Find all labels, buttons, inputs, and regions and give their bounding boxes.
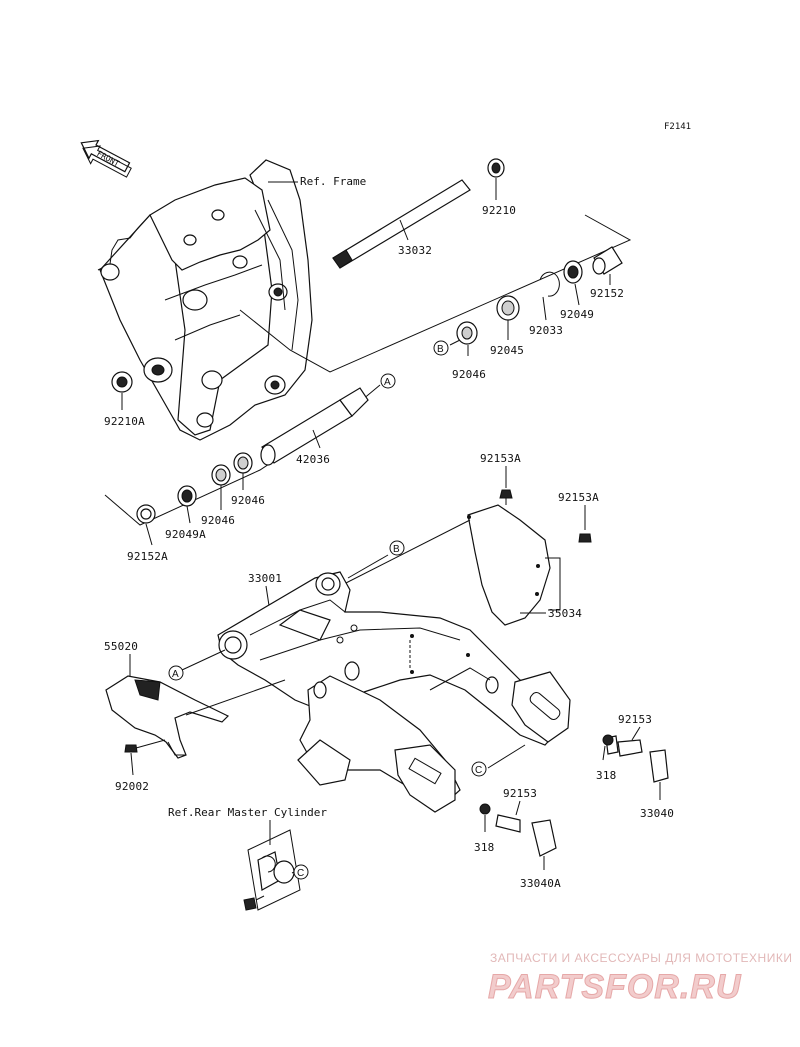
svg-text:C: C [297,868,304,879]
svg-text:C: C [475,765,482,776]
bearing-92046-top: 92046 [449,321,486,381]
bolt-92153A-a: 92153A [480,452,521,505]
svg-text:A: A [172,669,179,680]
alignment-line-c [487,744,526,769]
bearing-92046-a: 92046 [231,452,265,507]
label-92210A: 92210A [104,415,145,428]
alignment-line-top [239,214,632,373]
label-92002: 92002 [115,780,149,793]
label-92152A: 92152A [127,550,168,563]
label-92153-a: 92153 [618,713,652,726]
label-33040: 33040 [640,807,674,820]
nut-92210: 92210 [482,158,516,217]
label-92153A-a: 92153A [480,452,521,465]
circlip-92033: 92033 [529,271,563,337]
watermark: ЗАПЧАСТИ И АКСЕССУАРЫ ДЛЯ МОТОТЕХНИКИ PA… [488,951,792,1007]
sleeve-92152A: 92152A [127,504,168,563]
label-33001: 33001 [248,572,282,585]
master-cylinder-ref: Ref.Rear Master Cylinder [168,806,327,911]
callout-c-swingarm: C [471,761,487,777]
label-318-a: 318 [596,769,616,782]
pivot-shaft-33032: 33032 [332,179,471,269]
label-92153A-b: 92153A [558,491,599,504]
svg-text:B: B [393,544,400,555]
chain-guide-55020: 55020 [104,640,286,759]
ref-master-cylinder-label: Ref.Rear Master Cylinder [168,806,327,819]
label-92045: 92045 [490,344,524,357]
seal-92049A: 92049A [165,485,206,541]
label-92046-top: 92046 [452,368,486,381]
label-92152: 92152 [590,287,624,300]
callout-b-lower: B [389,540,405,556]
callout-c-master: C [293,864,309,880]
bearing-92046-b: 92046 [201,464,235,527]
label-42036: 42036 [296,453,330,466]
frame-illustration [97,159,313,441]
watermark-logo: PARTSFOR.RU [488,968,742,1006]
label-92049: 92049 [560,308,594,321]
label-33032: 33032 [398,244,432,257]
seal-92049: 92049 [560,260,594,321]
bolt-92002: 92002 [115,739,166,793]
ref-frame-label: Ref. Frame [300,175,366,188]
label-55020: 55020 [104,640,138,653]
adjuster-right: 92153 318 33040 [596,713,674,820]
label-318-b: 318 [474,841,494,854]
bearing-92045: 92045 [490,295,524,357]
label-92046-a: 92046 [231,494,265,507]
diagram-code: F2141 [664,122,691,132]
collar-42036: 42036 [260,387,369,466]
label-92049A: 92049A [165,528,206,541]
adjuster-left: 318 92153 33040A [474,787,561,890]
svg-text:B: B [437,344,444,355]
svg-text:A: A [384,377,391,388]
callout-a-top: A [380,373,396,389]
label-92153-b: 92153 [503,787,537,800]
callout-a-lower: A [168,665,184,681]
nut-92210A: 92210A [104,371,145,428]
cover-35034: 35034 [467,504,582,626]
callout-b-top: B [433,340,449,356]
bolt-92153A-b: 92153A [558,491,599,543]
label-92033: 92033 [529,324,563,337]
label-33040A: 33040A [520,877,561,890]
sleeve-92152: 92152 [590,246,624,300]
label-92046-b: 92046 [201,514,235,527]
label-92210: 92210 [482,204,516,217]
label-35034: 35034 [548,607,582,620]
watermark-tagline: ЗАПЧАСТИ И АКСЕССУАРЫ ДЛЯ МОТОТЕХНИКИ [490,951,792,965]
swingarm-33001: 33001 [217,571,571,813]
front-arrow-icon: FRONT [80,139,132,178]
alignment-line-b [341,519,471,586]
